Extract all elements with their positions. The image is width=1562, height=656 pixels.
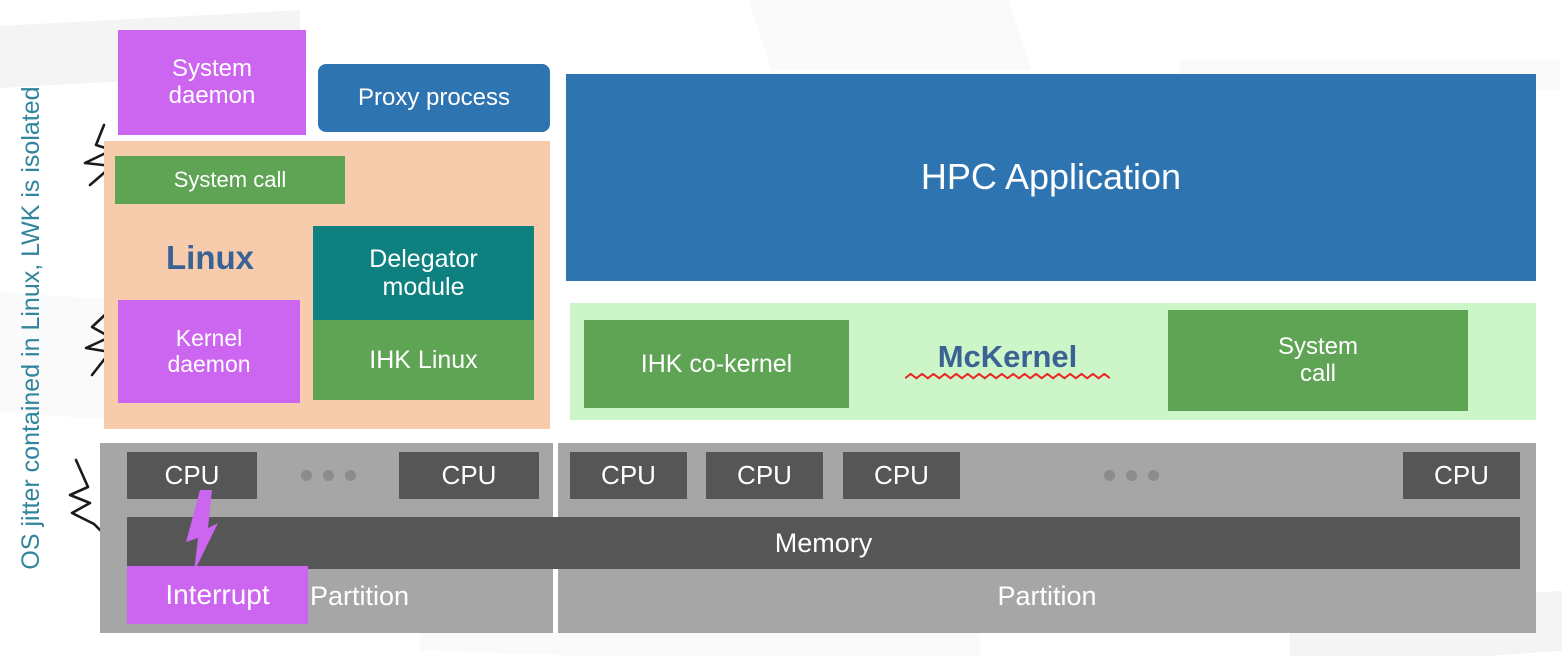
kernel-daemon-box[interactable]: Kernel daemon (118, 300, 300, 403)
cpu-box[interactable]: CPU (843, 452, 960, 499)
left-partition-label: Partition (310, 580, 410, 611)
proxy-process-box[interactable]: Proxy process (318, 64, 550, 132)
delegator-module-box[interactable]: Delegator module (313, 226, 534, 320)
cpu-box[interactable]: CPU (570, 452, 687, 499)
linux-system-call-box[interactable]: System call (115, 156, 345, 204)
cpu-box[interactable]: CPU (706, 452, 823, 499)
spellcheck-squiggle-icon (905, 372, 1110, 379)
mckernel-label-text: McKernel (937, 338, 1078, 374)
cpu-box[interactable]: CPU (399, 452, 539, 499)
cpu-box[interactable]: CPU (1403, 452, 1520, 499)
interrupt-callout[interactable]: Interrupt (127, 566, 308, 624)
interrupt-bolt-icon (186, 490, 218, 572)
mckernel-system-call-box[interactable]: System call (1168, 310, 1468, 411)
cpu-box[interactable]: CPU (127, 452, 257, 499)
cpu-ellipsis (301, 470, 356, 481)
ihk-co-kernel-box[interactable]: IHK co-kernel (584, 320, 849, 408)
partition-divider (553, 443, 558, 517)
memory-bar: Memory (127, 517, 1520, 569)
linux-label: Linux (166, 238, 254, 276)
mckernel-label: McKernel (905, 332, 1110, 388)
cpu-ellipsis (1104, 470, 1159, 481)
partition-divider (553, 569, 558, 633)
background-watermark (748, 0, 1032, 70)
right-partition-label: Partition (997, 580, 1097, 611)
hpc-application-box[interactable]: HPC Application (566, 74, 1536, 281)
ihk-linux-box[interactable]: IHK Linux (313, 320, 534, 400)
system-daemon-box[interactable]: System daemon (118, 30, 306, 135)
side-caption: OS jitter contained in Linux, LWK is iso… (16, 86, 45, 570)
